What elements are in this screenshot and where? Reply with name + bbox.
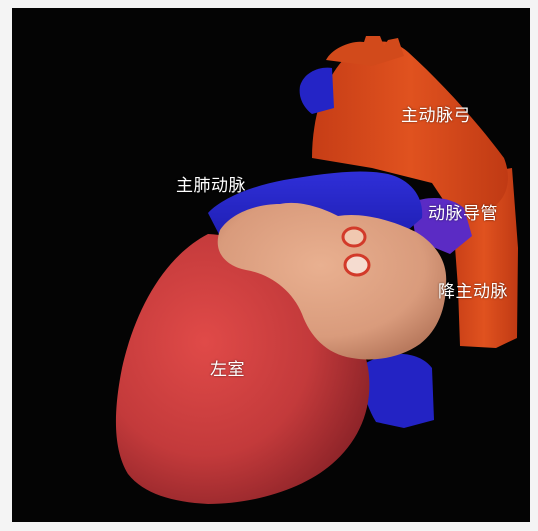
heart-3d-model [12, 8, 530, 522]
main-pulmonary-artery-label: 主肺动脉 [176, 178, 246, 195]
heart-render-scene: 主动脉弓 主肺动脉 动脉导管 降主动脉 左室 [12, 8, 530, 522]
svc-vessel-shape [300, 68, 334, 114]
vessel-ring-lower [345, 255, 369, 275]
descending-aorta-label: 降主动脉 [438, 284, 508, 301]
ductus-arteriosus-label: 动脉导管 [428, 206, 498, 223]
left-ventricle-label: 左室 [210, 362, 245, 379]
aortic-arch-label: 主动脉弓 [401, 108, 471, 125]
ivc-vessel-shape [363, 354, 434, 428]
vessel-ring-upper [343, 228, 365, 246]
